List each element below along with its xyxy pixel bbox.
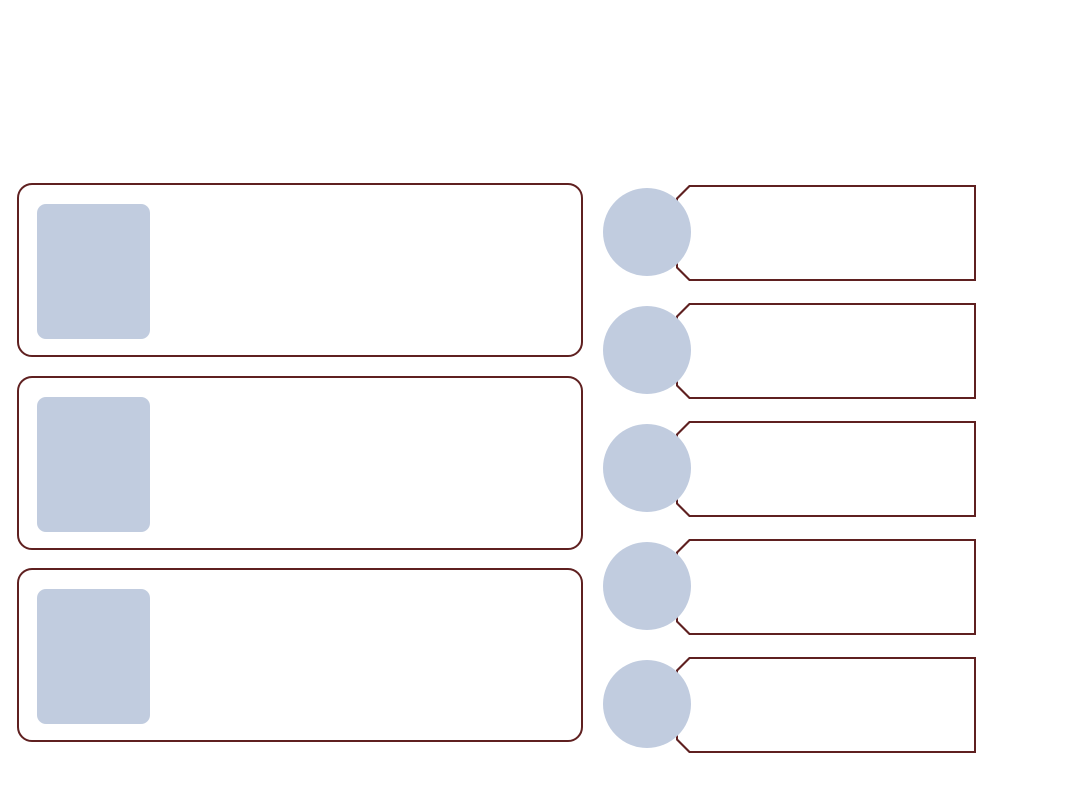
avatar-row-content xyxy=(698,438,959,500)
avatar-list-item[interactable] xyxy=(603,420,977,518)
avatar[interactable] xyxy=(603,188,691,276)
avatar[interactable] xyxy=(603,306,691,394)
media-card[interactable] xyxy=(17,183,583,357)
avatar-row-content xyxy=(698,674,959,736)
avatar-list-item[interactable] xyxy=(603,538,977,636)
avatar-list-item[interactable] xyxy=(603,302,977,400)
media-card-content xyxy=(166,397,565,529)
media-thumbnail-placeholder xyxy=(37,397,150,532)
avatar-list-item[interactable] xyxy=(603,656,977,754)
avatar-row-content xyxy=(698,556,959,618)
avatar-list-item[interactable] xyxy=(603,184,977,282)
chamfered-card-outline xyxy=(676,303,976,399)
media-card-content xyxy=(166,589,565,721)
chamfered-card-outline xyxy=(676,657,976,753)
media-card[interactable] xyxy=(17,376,583,550)
media-thumbnail-placeholder xyxy=(37,589,150,724)
media-card[interactable] xyxy=(17,568,583,742)
avatar[interactable] xyxy=(603,424,691,512)
avatar[interactable] xyxy=(603,660,691,748)
media-card-content xyxy=(166,204,565,336)
chamfered-card-outline xyxy=(676,421,976,517)
chamfered-card-outline xyxy=(676,539,976,635)
media-thumbnail-placeholder xyxy=(37,204,150,339)
chamfered-card-outline xyxy=(676,185,976,281)
avatar-row-content xyxy=(698,320,959,382)
avatar-row-content xyxy=(698,202,959,264)
avatar[interactable] xyxy=(603,542,691,630)
